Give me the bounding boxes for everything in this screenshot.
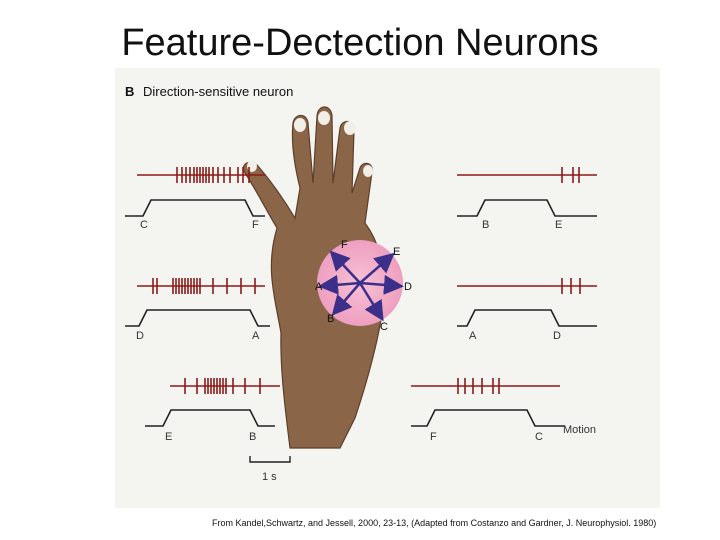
spike-train-left-1 — [137, 167, 265, 183]
figure-panel: B Direction-sensitive neuron F E A D B — [115, 68, 660, 508]
stimulus-trace-left-1 — [125, 199, 265, 217]
direction-label: F — [341, 239, 348, 251]
stimulus-end-label: D — [553, 330, 561, 342]
slide-title: Feature-Dectection Neurons — [121, 22, 599, 64]
stimulus-start-label: A — [469, 330, 477, 342]
stimulus-start-label: D — [136, 330, 144, 342]
stimulus-end-label: A — [252, 330, 260, 342]
direction-label: B — [327, 313, 334, 325]
spike-train-left-3 — [170, 378, 280, 394]
panel-label: B — [125, 84, 134, 99]
stimulus-trace-left-2 — [125, 309, 270, 327]
stimulus-end-label: C — [535, 431, 543, 443]
stimulus-start-label: E — [165, 431, 172, 443]
direction-arrows — [318, 250, 404, 322]
spike-train-right-3 — [411, 378, 560, 394]
stimulus-trace-right-3 — [411, 409, 565, 427]
scale-bar-label: 1 s — [262, 471, 277, 483]
stimulus-start-label: F — [430, 431, 437, 443]
direction-sensitive-figure: B Direction-sensitive neuron F E A D B — [125, 84, 597, 483]
spike-train-right-2 — [457, 278, 597, 294]
direction-label: D — [404, 281, 412, 293]
stimulus-trace-left-3 — [145, 409, 275, 427]
stimulus-trace-right-1 — [457, 199, 597, 217]
motion-label: Motion — [563, 424, 596, 436]
stimulus-end-label: E — [555, 219, 562, 231]
stimulus-trace-right-2 — [457, 309, 597, 327]
hand-illustration — [242, 106, 386, 449]
direction-label: A — [315, 281, 323, 293]
stimulus-end-label: B — [249, 431, 256, 443]
direction-label: C — [380, 321, 388, 333]
stimulus-end-label: F — [252, 219, 259, 231]
direction-label: E — [393, 246, 400, 258]
spike-train-right-1 — [457, 167, 597, 183]
spike-train-left-2 — [137, 278, 265, 294]
stimulus-start-label: C — [140, 219, 148, 231]
panel-title: Direction-sensitive neuron — [143, 84, 293, 99]
figure-caption: From Kandel,Schwartz, and Jessell, 2000,… — [212, 518, 657, 528]
scale-bar — [249, 456, 291, 463]
stimulus-start-label: B — [482, 219, 489, 231]
